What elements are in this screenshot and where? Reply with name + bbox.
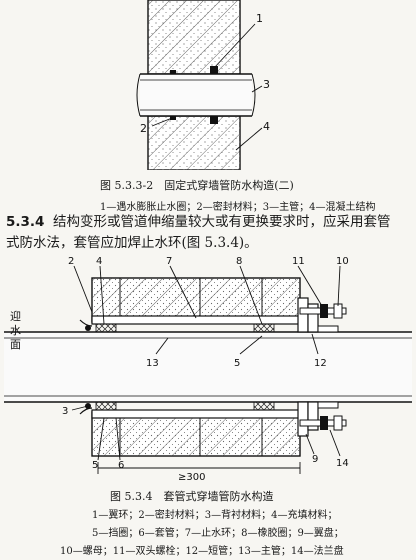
callout-9: 9	[312, 454, 318, 465]
callout-3: 3	[263, 78, 270, 91]
section-5-3-4: 5.3.4 结构变形或管道伸缩量较大或有更换要求时，应采用套管 式防水法，套管应…	[6, 212, 412, 254]
figure2-leader-lines	[71, 265, 341, 474]
callout-11: 11	[292, 256, 305, 267]
swelling-water-stop-ring	[210, 66, 218, 124]
side-label-3: 面	[10, 338, 21, 351]
main-pipe-2	[4, 331, 412, 403]
flange-assembly	[297, 297, 347, 437]
figure-5-3-4-drawing: 2 4 7 8 11 10 迎 水 面 13 5 12 3 5 6 9 14 ≥…	[4, 256, 412, 482]
callout-1: 1	[256, 12, 263, 25]
callout-12: 12	[314, 358, 327, 369]
callout-2: 2	[140, 122, 147, 135]
callout-6: 6	[118, 460, 124, 471]
callout-10: 10	[336, 256, 349, 267]
wall-lower	[91, 411, 301, 457]
main-pipe	[136, 73, 256, 117]
side-label-1: 迎	[10, 310, 21, 323]
figure2-legend-line1: 1—翼环；2—密封材料；3—背衬材料；4—充填材料；	[92, 510, 338, 521]
section-text-line1: 结构变形或管道伸缩量较大或有更换要求时，应采用套管	[53, 214, 391, 230]
callout-5-bottom: 5	[92, 460, 98, 471]
callout-2b: 2	[68, 256, 74, 267]
figure2-legend-line3: 10—螺母；11—双头螺栓；12—短管；13—主管；14—法兰盘	[60, 546, 344, 557]
callout-4: 4	[263, 120, 270, 133]
section-number: 5.3.4	[6, 214, 45, 230]
callout-5-mid: 5	[234, 358, 240, 369]
concrete-wall-upper	[147, 0, 241, 75]
concrete-wall-lower	[147, 115, 241, 170]
figure1-caption: 图 5.3.3-2 固定式穿墙管防水构造(二)	[100, 179, 294, 192]
callout-13: 13	[146, 358, 159, 369]
callout-7: 7	[166, 256, 172, 267]
callout-8: 8	[236, 256, 242, 267]
section-text-line2: 式防水法，套管应加焊止水环(图 5.3.4)。	[6, 235, 258, 251]
figure1-leader-lines	[151, 23, 263, 151]
dimension-label: ≥300	[178, 472, 205, 482]
figure2-legend-line2: 5—挡圈；6—套管；7—止水环；8—橡胶圈；9—翼盘；	[92, 528, 344, 539]
figure2-caption: 图 5.3.4 套管式穿墙管防水构造	[110, 490, 274, 503]
figure-5-3-3-2-drawing: 1 3 2 4	[136, 0, 270, 170]
callout-14: 14	[336, 458, 349, 469]
wall-upper	[91, 277, 301, 323]
callout-4b: 4	[96, 256, 102, 267]
sealing-material	[170, 70, 176, 120]
rubber-rings	[95, 323, 275, 411]
figure1-legend: 1—遇水膨胀止水圈；2—密封材料；3—主管；4—混凝土结构	[100, 202, 376, 213]
callout-3b: 3	[62, 406, 68, 417]
side-label-2: 水	[10, 324, 21, 337]
